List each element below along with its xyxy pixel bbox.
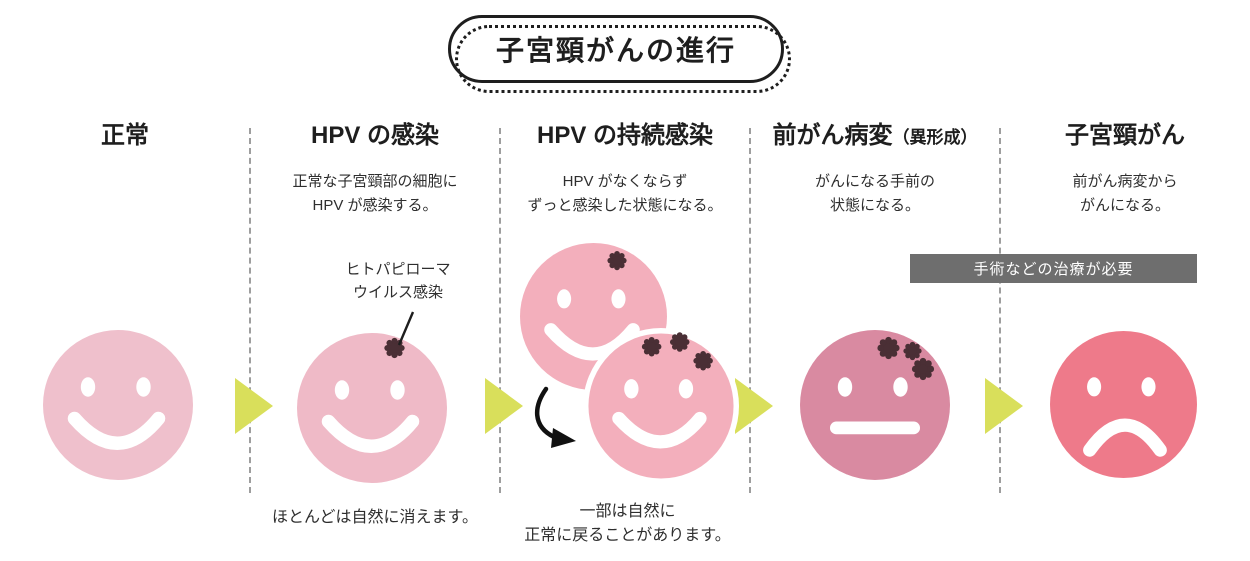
virus-spot xyxy=(607,251,627,271)
stage-desc-precancer: がんになる手前の 状態になる。 xyxy=(814,173,935,214)
treatment-badge: 手術などの治療が必要 xyxy=(910,254,1197,283)
stage-header-infection: HPV の感染 xyxy=(310,122,439,149)
hpv-annotation: ヒトパピローマ ウイルス感染 xyxy=(345,261,451,302)
diagram-title-pill: 子宮頸がんの進行 xyxy=(448,15,784,83)
face-cancer xyxy=(1050,331,1197,478)
stage-desc-cancer: 前がん病変から がんになる。 xyxy=(1072,173,1178,214)
stage-desc-infection: 正常な子宮頸部の細胞に HPV が感染する。 xyxy=(292,173,458,214)
stage-header-persistent: HPV の持続感染 xyxy=(536,122,713,149)
relapse-curve-arrow xyxy=(534,386,576,448)
column-divider-3 xyxy=(749,128,751,493)
face-persistent-front xyxy=(583,328,739,484)
caption-infection: ほとんどは自然に消えます。 xyxy=(272,509,478,526)
stage-header-precancer: 前がん病変（異形成） xyxy=(750,122,1000,151)
face-precancer xyxy=(800,330,950,480)
column-divider-4 xyxy=(999,128,1001,493)
caption-persistent: 一部は自然に 正常に戻ることがあります。 xyxy=(524,503,731,544)
diagram-title: 子宮頸がんの進行 xyxy=(495,35,736,66)
annotation-pointer-line xyxy=(397,311,415,346)
column-divider-1 xyxy=(249,128,251,493)
face-infected xyxy=(297,333,447,483)
flow-arrow-4 xyxy=(985,378,1023,434)
flow-arrow-1 xyxy=(235,378,273,434)
stage-header-precancer-main: 前がん病変 xyxy=(772,122,893,149)
stage-desc-persistent: HPV がなくならず ずっと感染した状態になる。 xyxy=(527,173,723,214)
column-divider-2 xyxy=(499,128,501,493)
stage-header-cancer: 子宮頸がん xyxy=(1065,122,1185,149)
stage-header-normal: 正常 xyxy=(101,122,149,149)
flow-arrow-3 xyxy=(735,378,773,434)
flow-arrow-2 xyxy=(485,378,523,434)
stage-header-precancer-sub: （異形成） xyxy=(892,128,978,147)
face-normal xyxy=(43,330,193,480)
